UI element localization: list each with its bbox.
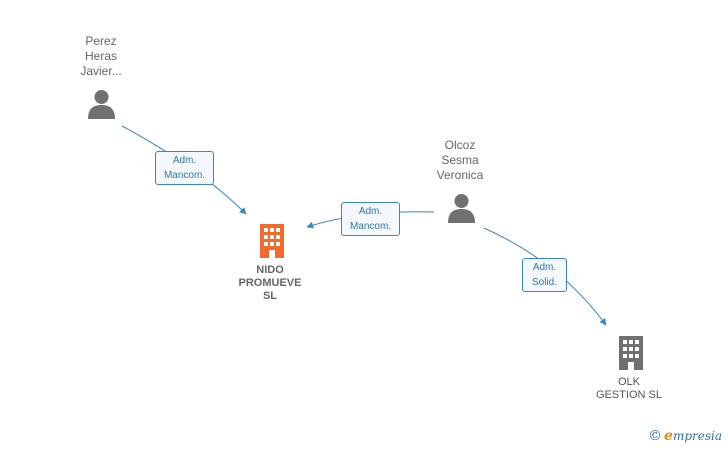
edge-label-line: Adm.	[358, 206, 383, 217]
person-icon[interactable]	[446, 192, 477, 223]
name-line: Sesma	[441, 153, 479, 167]
name-line: Olcoz	[444, 138, 476, 152]
building-icon[interactable]	[616, 334, 646, 370]
edge-label-line: Mancom.	[349, 221, 392, 232]
edge-label-perez-nido[interactable]: Adm. Mancom.	[155, 151, 214, 185]
brand-name: mpresia	[672, 429, 722, 443]
name-line: Javier...	[80, 64, 122, 78]
name-line: GESTION SL	[595, 389, 663, 401]
company-name-olk[interactable]: OLK GESTION SL	[564, 376, 694, 402]
person-name-olcoz[interactable]: Olcoz Sesma Veronica	[405, 138, 515, 183]
brand-watermark: ©empresia	[648, 428, 722, 444]
name-line: SL	[262, 290, 278, 302]
edge-label-olcoz-olk[interactable]: Adm. Solid.	[522, 258, 567, 292]
building-icon[interactable]	[257, 222, 287, 258]
company-name-nido[interactable]: NIDO PROMUEVE SL	[205, 264, 335, 303]
name-line: OLK	[617, 376, 640, 388]
person-name-perez[interactable]: Perez Heras Javier...	[46, 34, 156, 79]
name-line: Perez	[85, 34, 117, 48]
name-line: Veronica	[436, 168, 484, 182]
name-line: NIDO	[256, 264, 284, 276]
edge-label-line: Solid.	[531, 277, 557, 288]
edge-label-olcoz-nido[interactable]: Adm. Mancom.	[341, 202, 400, 236]
edge-label-line: Adm.	[172, 155, 197, 166]
person-icon[interactable]	[86, 88, 117, 119]
name-line: PROMUEVE	[238, 277, 302, 289]
brand-initial: e	[664, 428, 673, 444]
copyright-icon: ©	[648, 428, 663, 444]
edge-label-line: Adm.	[532, 262, 557, 273]
name-line: Heras	[84, 49, 117, 63]
edge-label-line: Mancom.	[163, 170, 206, 181]
